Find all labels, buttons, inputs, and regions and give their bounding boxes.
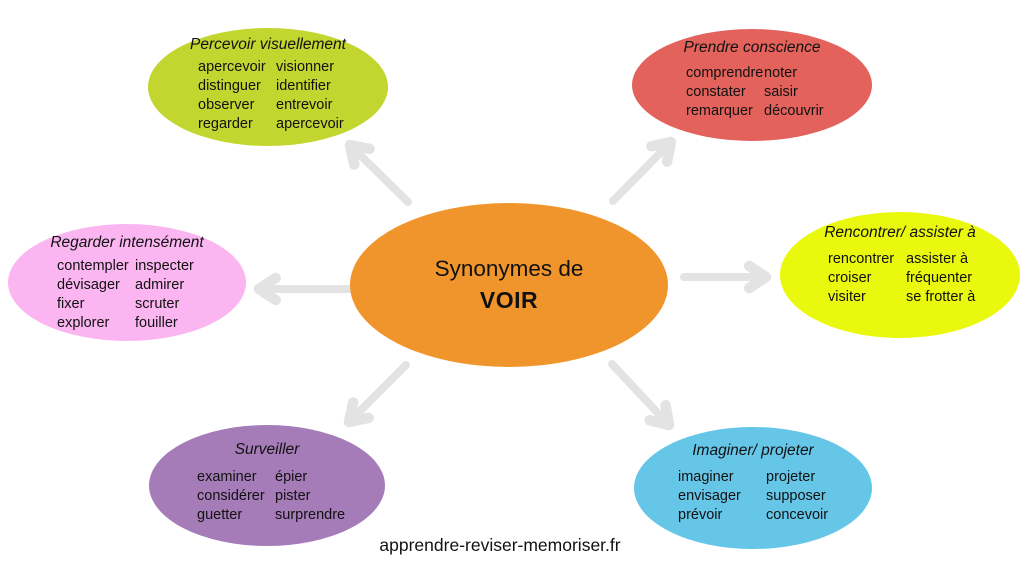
synonym-word: considérer <box>197 488 265 504</box>
arrow-to-imaginer <box>608 360 675 431</box>
synonym-word: surprendre <box>275 507 346 523</box>
synonym-word: imaginer <box>678 469 734 485</box>
synonym-word: contempler <box>57 258 129 274</box>
synonym-word: regarder <box>198 116 253 132</box>
center-title-line1: Synonymes de <box>434 256 584 281</box>
synonym-columns: rencontrer croiser visiter assister à fr… <box>780 250 1020 307</box>
synonym-word: dévisager <box>57 277 120 293</box>
synonym-columns: examiner considérer guetter épier pister… <box>149 468 385 525</box>
synonym-word: visionner <box>276 59 335 75</box>
synonym-word: examiner <box>197 469 257 485</box>
bubble-title: Regarder intensément <box>50 234 204 251</box>
bubble-title: Prendre conscience <box>683 39 821 56</box>
synonym-columns: imaginer envisager prévoir projeter supp… <box>634 468 872 525</box>
synonym-word: distinguer <box>198 78 261 94</box>
synonym-word: projeter <box>766 469 816 485</box>
bubble-title: Surveiller <box>234 441 300 458</box>
bubble-title: Imaginer/ projeter <box>692 442 814 459</box>
synonym-word: observer <box>198 97 255 113</box>
bubble-rencontrer-assister: Rencontrer/ assister à rencontrer croise… <box>780 212 1020 338</box>
synonym-word: découvrir <box>764 103 824 119</box>
synonym-word: rencontrer <box>828 251 895 267</box>
synonym-word: entrevoir <box>276 97 333 113</box>
synonym-word: se frotter à <box>906 289 976 305</box>
bubble-title: Rencontrer/ assister à <box>824 224 976 241</box>
synonym-word: concevoir <box>766 507 829 523</box>
synonym-columns: comprendre constater remarquer noter sai… <box>632 64 872 121</box>
center-title-voir: VOIR <box>479 287 539 313</box>
arrow-to-conscience <box>609 136 677 205</box>
synonym-word: inspecter <box>135 258 194 274</box>
synonym-word: identifier <box>276 78 331 94</box>
synonym-word: scruter <box>135 296 180 312</box>
synonym-word: fréquenter <box>906 270 973 286</box>
synonym-word: saisir <box>764 84 798 100</box>
synonym-word: visiter <box>828 289 866 305</box>
synonym-word: apercevoir <box>276 116 344 132</box>
synonym-word: croiser <box>828 270 872 286</box>
synonym-word: assister à <box>906 251 969 267</box>
arrow-to-surveiller <box>343 361 410 428</box>
bubble-center-synonymes-voir: Synonymes de VOIR <box>350 203 668 367</box>
synonym-word: envisager <box>678 488 741 504</box>
synonym-word: fixer <box>57 296 85 312</box>
website-credit: apprendre-reviser-memoriser.fr <box>379 535 621 555</box>
bubble-regarder-intensement: Regarder intensément contempler dévisage… <box>8 224 246 341</box>
synonym-word: guetter <box>197 507 243 523</box>
synonym-word: constater <box>686 84 746 100</box>
arrow-to-percevoir <box>344 139 412 206</box>
bubble-imaginer-projeter: Imaginer/ projeter imaginer envisager pr… <box>634 427 872 549</box>
arrow-to-intensement <box>253 272 354 306</box>
synonym-word: prévoir <box>678 507 723 523</box>
synonym-word: noter <box>764 65 798 81</box>
synonym-word: admirer <box>135 277 185 293</box>
bubble-prendre-conscience: Prendre conscience comprendre constater … <box>632 29 872 141</box>
bubble-surveiller: Surveiller examiner considérer guetter é… <box>149 425 385 546</box>
synonym-columns: contempler dévisager fixer explorer insp… <box>8 257 246 333</box>
synonym-word: apercevoir <box>198 59 266 75</box>
synonym-word: supposer <box>766 488 826 504</box>
synonym-word: explorer <box>57 315 110 331</box>
bubble-percevoir-visuellement: Percevoir visuellement apercevoir distin… <box>148 28 388 146</box>
synonym-word: épier <box>275 469 308 485</box>
synonym-word: fouiller <box>135 315 178 331</box>
bubble-title: Percevoir visuellement <box>190 36 346 53</box>
synonym-columns: apercevoir distinguer observer regarder … <box>148 58 388 134</box>
synonym-word: remarquer <box>686 103 753 119</box>
arrow-to-rencontrer <box>680 260 772 294</box>
synonym-word: comprendre <box>686 65 764 81</box>
synonym-word: pister <box>275 488 311 504</box>
